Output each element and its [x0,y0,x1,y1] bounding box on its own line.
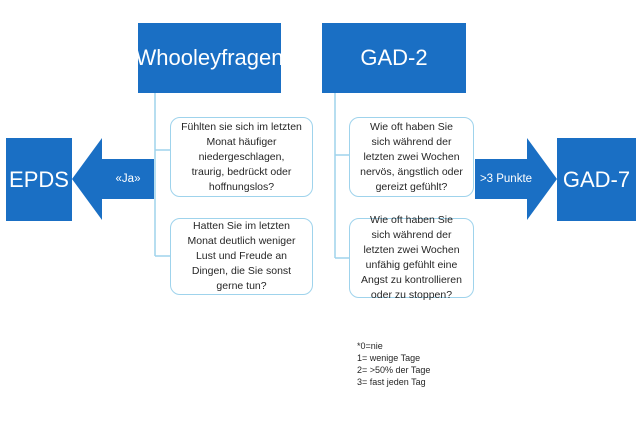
whooley-question-1: Fühlten sie sich im letzten Monat häufig… [170,117,313,197]
epds-box: EPDS [6,138,72,221]
whooley-question-2: Hatten Sie im letzten Monat deutlich wen… [170,218,313,295]
right-arrow [475,138,557,220]
left-arrow-label: «Ja» [115,173,141,185]
gad7-box: GAD-7 [557,138,636,221]
gad2-question-1: Wie oft haben Sie sich während der letzt… [349,117,474,197]
left-arrow [72,138,154,220]
legend-item: 1= wenige Tage [357,353,421,363]
legend-item: 3= fast jeden Tag [357,377,426,387]
legend-item: 2= >50% der Tage [357,365,431,375]
gad2-header: GAD-2 [322,23,466,93]
legend-item: *0=nie [357,341,383,351]
right-arrow-label: >3 Punkte [479,173,533,185]
gad2-question-2: Wie oft haben Sie sich während der letzt… [349,214,474,301]
whooley-header: Whooleyfragen [136,23,284,93]
score-legend: *0=nie 1= wenige Tage 2= >50% der Tage 3… [357,340,477,390]
